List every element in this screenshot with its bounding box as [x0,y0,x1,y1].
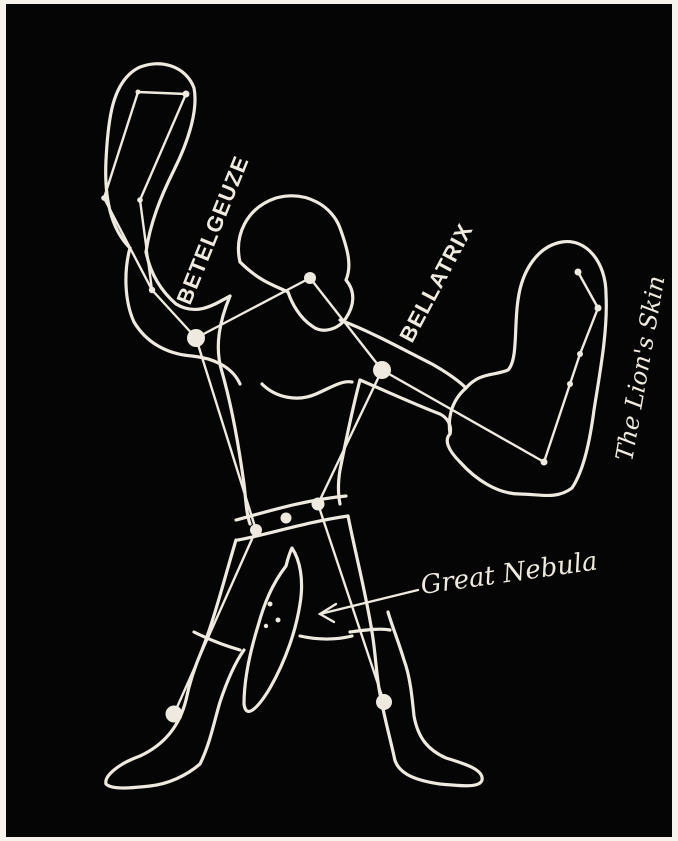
star-nebula-3 [264,624,268,628]
star-meissa [304,272,316,284]
star-rigel [376,694,392,710]
star-belt-right [312,498,325,511]
star-club-top-left [136,90,141,95]
star-club-right [137,197,143,203]
star-saiph [166,706,183,723]
star-nebula-1 [268,602,273,607]
star-skin-3 [577,351,583,357]
star-skin-5 [541,459,548,466]
star-belt-middle [281,513,292,524]
star-bellatrix [373,361,391,379]
star-club-left [101,195,107,201]
star-club-top-right [183,91,190,98]
star-hand [149,287,155,293]
star-nebula-2 [276,618,281,623]
star-skin-1 [575,269,582,276]
star-skin-2 [595,305,602,312]
star-belt-left [250,524,262,536]
star-skin-4 [567,381,573,387]
star-betelgeuze [187,329,205,347]
night-sky-panel [6,4,672,837]
